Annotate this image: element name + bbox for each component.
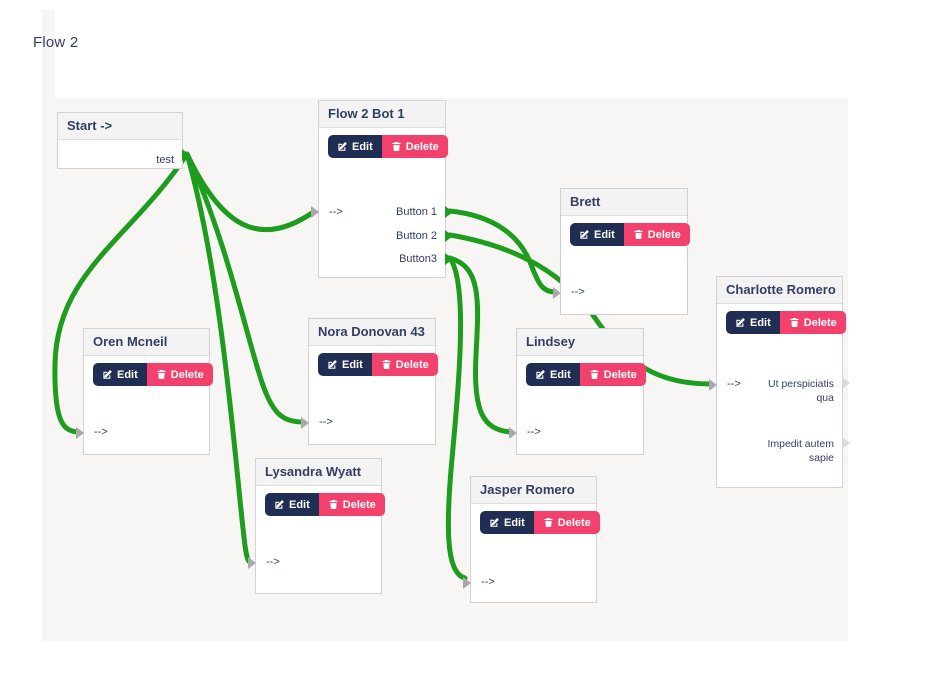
- delete-button-label: Delete: [603, 368, 637, 381]
- node-lindsey[interactable]: Lindsey Edit Delete -->: [509, 328, 646, 455]
- node-title[interactable]: Oren Mcneil: [84, 329, 209, 356]
- input-port[interactable]: [311, 206, 319, 218]
- node-title[interactable]: Brett: [561, 189, 687, 216]
- delete-button-label: Delete: [647, 228, 681, 241]
- node-title[interactable]: Lindsey: [517, 329, 643, 356]
- node-title[interactable]: Jasper Romero: [471, 477, 596, 504]
- trash-icon: [381, 359, 392, 370]
- delete-button-label: Delete: [170, 368, 204, 381]
- edit-icon: [327, 359, 338, 370]
- delete-button[interactable]: Delete: [371, 353, 438, 376]
- flow-title: Flow 2: [33, 34, 79, 51]
- node-lysandra-wyatt[interactable]: Lysandra Wyatt Edit Delete -->: [248, 458, 385, 594]
- delete-button-label: Delete: [405, 140, 439, 153]
- message-text: Ut perspiciatis qua: [768, 378, 834, 405]
- node-title[interactable]: Lysandra Wyatt: [256, 459, 381, 486]
- edit-button[interactable]: Edit: [93, 363, 147, 386]
- edit-icon: [579, 229, 590, 240]
- output-port-button3[interactable]: [445, 253, 453, 265]
- edit-button[interactable]: Edit: [726, 311, 780, 334]
- delete-button[interactable]: Delete: [318, 493, 385, 516]
- input-port[interactable]: [709, 379, 717, 391]
- output-port-ut[interactable]: [842, 377, 850, 389]
- trash-icon: [589, 369, 600, 380]
- input-label: -->: [329, 206, 343, 218]
- node-title[interactable]: Flow 2 Bot 1: [319, 101, 445, 128]
- node-flow-2-bot-1[interactable]: Flow 2 Bot 1 Edit Delete --> Button 1 Bu…: [311, 100, 453, 278]
- edit-button-label: Edit: [550, 368, 571, 381]
- delete-button[interactable]: Delete: [533, 511, 600, 534]
- trash-icon: [156, 369, 167, 380]
- node-title[interactable]: Start ->: [58, 113, 182, 140]
- delete-button[interactable]: Delete: [779, 311, 846, 334]
- output-port-impedit[interactable]: [842, 437, 850, 449]
- edit-icon: [337, 141, 348, 152]
- output-label-button3: Button3: [399, 253, 437, 265]
- edit-icon: [489, 517, 500, 528]
- input-port[interactable]: [248, 557, 256, 569]
- edit-button[interactable]: Edit: [328, 135, 382, 158]
- input-port[interactable]: [509, 427, 517, 439]
- edit-button-label: Edit: [342, 358, 363, 371]
- edit-button[interactable]: Edit: [265, 493, 319, 516]
- node-brett[interactable]: Brett Edit Delete -->: [553, 188, 690, 315]
- edit-icon: [535, 369, 546, 380]
- input-label: -->: [527, 426, 541, 438]
- edit-button-label: Edit: [289, 498, 310, 511]
- trash-icon: [543, 517, 554, 528]
- flow-header-bar: [55, 10, 848, 98]
- output-label-button-1: Button 1: [396, 206, 437, 218]
- node-oren-mcneil[interactable]: Oren Mcneil Edit Delete -->: [76, 328, 213, 455]
- delete-button[interactable]: Delete: [623, 223, 690, 246]
- message-text: Impedit autem sapie: [767, 438, 834, 465]
- trash-icon: [633, 229, 644, 240]
- input-label: -->: [94, 426, 108, 438]
- input-label: -->: [481, 576, 495, 588]
- input-port[interactable]: [553, 287, 561, 299]
- edit-button[interactable]: Edit: [570, 223, 624, 246]
- input-port[interactable]: [463, 577, 471, 589]
- edit-button[interactable]: Edit: [526, 363, 580, 386]
- delete-button[interactable]: Delete: [579, 363, 646, 386]
- node-title[interactable]: Nora Donovan 43: [309, 319, 435, 346]
- trash-icon: [391, 141, 402, 152]
- trash-icon: [328, 499, 339, 510]
- node-jasper-romero[interactable]: Jasper Romero Edit Delete -->: [463, 476, 600, 603]
- node-start[interactable]: Start -> test: [57, 112, 190, 169]
- edit-icon: [735, 317, 746, 328]
- output-port-button-1[interactable]: [445, 206, 453, 218]
- trash-icon: [789, 317, 800, 328]
- output-port-test[interactable]: [182, 149, 190, 161]
- delete-button-label: Delete: [395, 358, 429, 371]
- delete-button[interactable]: Delete: [381, 135, 448, 158]
- output-label-test: test: [156, 154, 174, 166]
- delete-button[interactable]: Delete: [146, 363, 213, 386]
- edit-icon: [274, 499, 285, 510]
- edit-button-label: Edit: [750, 316, 771, 329]
- edit-button[interactable]: Edit: [318, 353, 372, 376]
- input-label: -->: [727, 378, 741, 390]
- edit-button[interactable]: Edit: [480, 511, 534, 534]
- node-nora-donovan-43[interactable]: Nora Donovan 43 Edit Delete -->: [301, 318, 438, 445]
- edit-button-label: Edit: [352, 140, 373, 153]
- edit-button-label: Edit: [117, 368, 138, 381]
- delete-button-label: Delete: [342, 498, 376, 511]
- edit-button-label: Edit: [594, 228, 615, 241]
- input-port[interactable]: [76, 427, 84, 439]
- output-port-button-2[interactable]: [445, 230, 453, 242]
- input-port[interactable]: [301, 417, 309, 429]
- edit-icon: [102, 369, 113, 380]
- input-label: -->: [266, 556, 280, 568]
- input-label: -->: [571, 286, 585, 298]
- node-title[interactable]: Charlotte Romero: [717, 277, 842, 304]
- delete-button-label: Delete: [557, 516, 591, 529]
- delete-button-label: Delete: [803, 316, 837, 329]
- node-charlotte-romero[interactable]: Charlotte Romero Edit Delete --> Ut pers…: [709, 276, 850, 488]
- input-label: -->: [319, 416, 333, 428]
- output-label-button-2: Button 2: [396, 230, 437, 242]
- edit-button-label: Edit: [504, 516, 525, 529]
